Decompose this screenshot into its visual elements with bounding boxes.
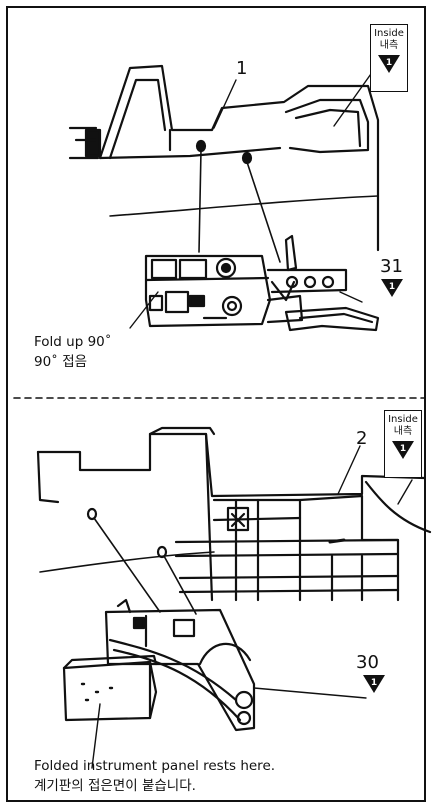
inside-label: Inside xyxy=(388,414,418,425)
rest-note-korean: 계기판의 접은면이 붙습니다. xyxy=(34,778,196,794)
top-step-31-part xyxy=(284,291,380,332)
rest-note: Folded instrument panel rests here. 계기판의… xyxy=(34,756,275,796)
step-ref-number: 31 xyxy=(380,256,403,277)
step-ref-number: 30 xyxy=(356,652,379,673)
step-triangle-icon: 1 xyxy=(381,279,403,297)
step-triangle-icon: 1 xyxy=(392,441,414,459)
step-number: 1 xyxy=(389,282,395,292)
bottom-note-leader xyxy=(91,703,101,769)
inside-badge: Inside 내측 1 xyxy=(370,24,408,92)
top-model-body xyxy=(68,63,380,263)
part-number-label: 1 xyxy=(236,58,248,79)
fold-note: Fold up 90˚ 90˚ 접음 xyxy=(34,332,112,372)
step-triangle-icon: 1 xyxy=(363,675,385,693)
step-number: 1 xyxy=(371,678,377,688)
inside-label-korean: 내측 xyxy=(379,40,399,51)
inside-label: Inside xyxy=(374,28,404,39)
fold-note-korean: 90˚ 접음 xyxy=(34,354,88,370)
inside-label-korean: 내측 xyxy=(393,426,413,437)
step-number: 1 xyxy=(386,58,392,68)
part-number-label: 2 xyxy=(356,428,368,449)
step-triangle-icon: 1 xyxy=(378,55,400,73)
rest-note-english: Folded instrument panel rests here. xyxy=(34,758,276,774)
step-number: 1 xyxy=(400,444,406,454)
inside-badge: Inside 내측 1 xyxy=(384,410,422,478)
page-frame xyxy=(6,6,426,802)
bottom-instrument-panel xyxy=(62,598,367,732)
top-note-leader xyxy=(129,291,159,329)
top-instrument-panel xyxy=(144,234,348,328)
fold-note-english: Fold up 90˚ xyxy=(34,334,112,350)
bottom-model-body xyxy=(36,426,432,615)
